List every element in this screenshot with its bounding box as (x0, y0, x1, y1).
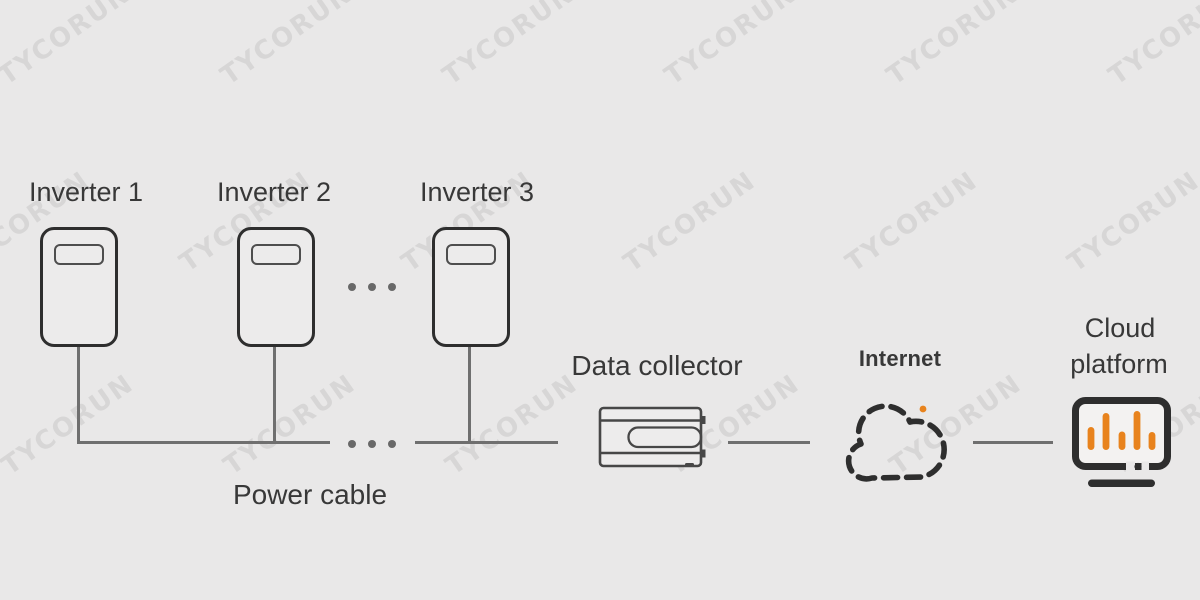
power-cable-line-segment (415, 441, 558, 444)
cloud-platform-label-line2: platform (1070, 349, 1168, 379)
inverter-2-icon (237, 227, 315, 347)
ellipsis-dot (388, 283, 396, 291)
monitor-stand (1088, 479, 1155, 487)
more-inverters-ellipsis (348, 283, 396, 291)
collector-to-internet-line (728, 441, 810, 444)
watermark-text: TYCORUN (0, 0, 137, 92)
monitor-bottom-dot (1134, 462, 1142, 471)
inverter-3-icon (432, 227, 510, 347)
ellipsis-dot (368, 283, 376, 291)
power-cable-ellipsis (348, 440, 396, 448)
inverter-3-drop-line (468, 347, 471, 444)
ellipsis-dot (368, 440, 376, 448)
watermark-text: TYCORUN (437, 0, 581, 92)
ellipsis-dot (348, 283, 356, 291)
inverter-2-label: Inverter 2 (216, 177, 332, 207)
watermark-text: TYCORUN (218, 368, 362, 482)
monitor-bar-chart-icon (1072, 397, 1171, 487)
internet-label: Internet (858, 346, 942, 371)
data-collector-label: Data collector (571, 350, 743, 381)
watermark-text: TYCORUN (0, 368, 140, 482)
bar-chart-bars (1087, 411, 1156, 450)
watermark-text: TYCORUN (215, 0, 359, 92)
watermark-text: TYCORUN (840, 165, 984, 279)
data-collector-device-icon (598, 406, 706, 468)
ellipsis-dot (348, 440, 356, 448)
inverter-display-window (446, 244, 496, 265)
watermark-text: TYCORUN (1062, 165, 1200, 279)
power-cable-line-segment (77, 441, 330, 444)
cloud-platform-label-line1: Cloud (1084, 313, 1156, 343)
inverter-2-drop-line (273, 347, 276, 444)
watermark-text: TYCORUN (1103, 0, 1200, 92)
dashed-cloud-icon (845, 403, 947, 482)
watermark-text: TYCORUN (618, 165, 762, 279)
power-cable-label: Power cable (232, 479, 388, 510)
internet-to-platform-line (973, 441, 1053, 444)
cloud-accent-dot (919, 405, 927, 413)
inverter-3-label: Inverter 3 (419, 177, 535, 207)
inverter-1-label: Inverter 1 (28, 177, 144, 207)
watermark-text: TYCORUN (881, 0, 1025, 92)
watermark-text: TYCORUN (440, 368, 584, 482)
ellipsis-dot (388, 440, 396, 448)
watermark-text: TYCORUN (659, 0, 803, 92)
inverter-display-window (54, 244, 104, 265)
inverter-display-window (251, 244, 301, 265)
inverter-1-drop-line (77, 347, 80, 444)
inverter-1-icon (40, 227, 118, 347)
